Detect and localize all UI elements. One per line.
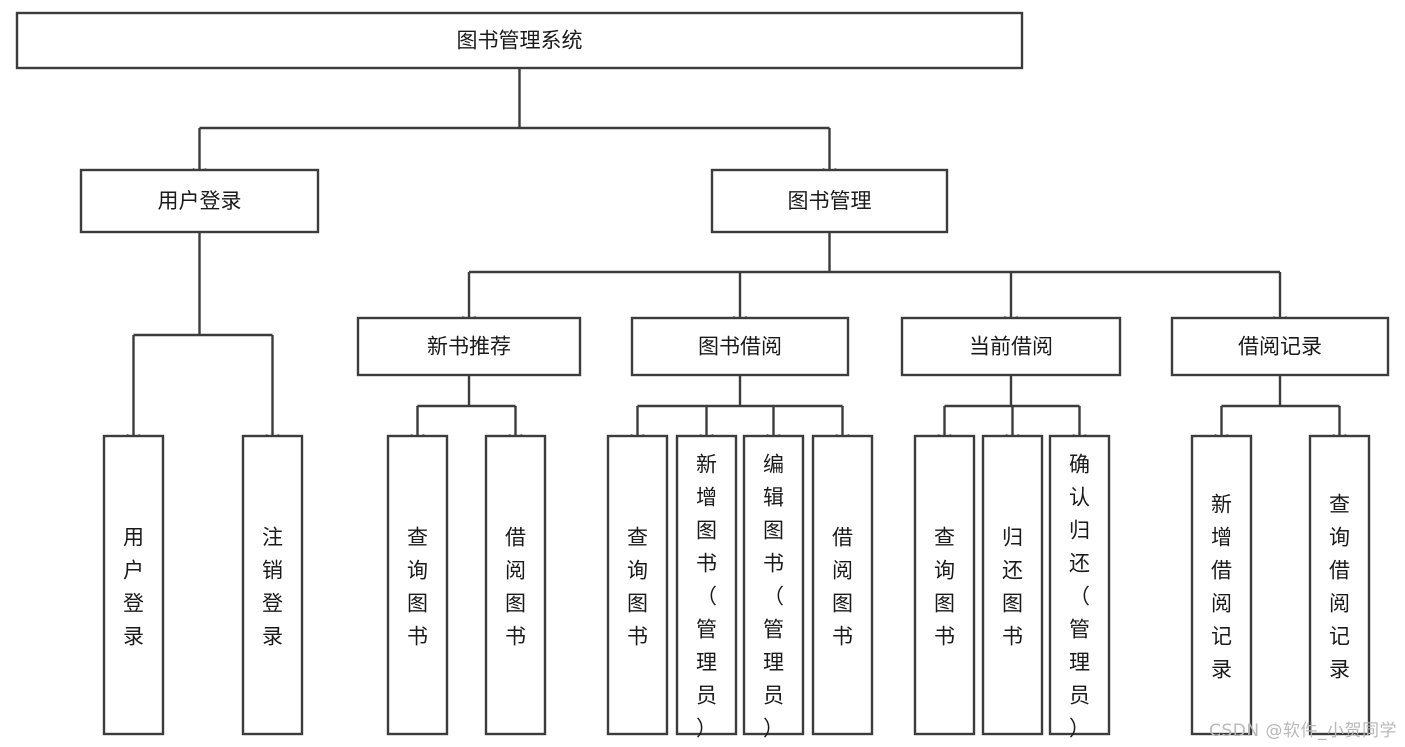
- node-leaf-add-book-admin[interactable]: 新增图书（管理员）: [675, 434, 738, 741]
- node-leaf-add-borrow-record[interactable]: 新增借阅记录: [1190, 434, 1253, 736]
- node-leaf-borrow-book-rec[interactable]: 借阅图书: [484, 434, 547, 736]
- node-box-leaf-query-book-current[interactable]: [913, 434, 976, 736]
- node-book-manage[interactable]: 图书管理: [710, 168, 949, 234]
- node-box-leaf-add-book-admin[interactable]: [675, 434, 738, 736]
- node-label-leaf-query-book-rec: 查询图书: [407, 526, 428, 649]
- node-box-borrow-record[interactable]: [1170, 316, 1390, 377]
- node-leaf-query-borrow-record[interactable]: 查询借阅记录: [1308, 434, 1371, 736]
- node-label-leaf-query-book-borrow: 查询图书: [627, 526, 648, 649]
- node-box-leaf-confirm-return-admin[interactable]: [1048, 434, 1111, 736]
- node-label-leaf-edit-book-admin: 编辑图书（管理员）: [763, 453, 784, 741]
- node-leaf-return-book[interactable]: 归还图书: [981, 434, 1044, 736]
- watermark-label: CSDN @软件_小贺同学: [1209, 721, 1397, 741]
- node-box-leaf-query-book-rec[interactable]: [386, 434, 449, 736]
- node-leaf-edit-book-admin[interactable]: 编辑图书（管理员）: [742, 434, 805, 741]
- node-label-root: 图书管理系统: [457, 29, 583, 53]
- node-leaf-query-book-current[interactable]: 查询图书: [913, 434, 976, 736]
- node-label-leaf-query-borrow-record: 查询借阅记录: [1329, 493, 1350, 682]
- node-borrow-record[interactable]: 借阅记录: [1170, 316, 1390, 377]
- node-label-leaf-borrow-book: 借阅图书: [832, 526, 853, 649]
- node-label-borrow-record: 借阅记录: [1238, 335, 1322, 359]
- node-label-leaf-add-borrow-record: 新增借阅记录: [1211, 493, 1232, 682]
- node-leaf-user-login[interactable]: 用户登录: [102, 434, 165, 736]
- node-box-book-manage[interactable]: [710, 168, 949, 234]
- node-label-leaf-confirm-return-admin: 确认归还（管理员）: [1069, 453, 1090, 741]
- node-box-leaf-query-book-borrow[interactable]: [606, 434, 669, 736]
- node-box-leaf-user-login[interactable]: [102, 434, 165, 736]
- node-leaf-logout-login[interactable]: 注销登录: [241, 434, 304, 736]
- node-root[interactable]: 图书管理系统: [15, 11, 1024, 70]
- node-leaf-confirm-return-admin[interactable]: 确认归还（管理员）: [1048, 434, 1111, 741]
- node-user-login[interactable]: 用户登录: [79, 168, 320, 234]
- nodes-layer: 图书管理系统用户登录图书管理新书推荐图书借阅当前借阅借阅记录用户登录注销登录查询…: [15, 11, 1390, 741]
- connectors-layer: [126, 68, 1347, 445]
- node-label-user-login: 用户登录: [158, 189, 242, 213]
- node-label-new-book-recommend: 新书推荐: [427, 335, 511, 359]
- node-label-leaf-return-book: 归还图书: [1002, 526, 1023, 649]
- node-label-current-borrow: 当前借阅: [969, 335, 1053, 359]
- node-leaf-query-book-rec[interactable]: 查询图书: [386, 434, 449, 736]
- node-label-leaf-add-book-admin: 新增图书（管理员）: [696, 453, 717, 741]
- node-label-leaf-user-login: 用户登录: [123, 526, 144, 649]
- node-box-user-login[interactable]: [79, 168, 320, 234]
- node-box-leaf-borrow-book-rec[interactable]: [484, 434, 547, 736]
- node-box-leaf-logout-login[interactable]: [241, 434, 304, 736]
- node-label-book-manage: 图书管理: [788, 189, 872, 213]
- node-label-leaf-logout-login: 注销登录: [262, 526, 283, 649]
- node-leaf-borrow-book[interactable]: 借阅图书: [811, 434, 874, 736]
- node-label-leaf-query-book-current: 查询图书: [934, 526, 955, 649]
- node-box-leaf-borrow-book[interactable]: [811, 434, 874, 736]
- node-box-new-book-recommend[interactable]: [356, 316, 582, 377]
- node-box-book-borrow[interactable]: [630, 316, 850, 377]
- node-box-leaf-query-borrow-record[interactable]: [1308, 434, 1371, 736]
- node-label-leaf-borrow-book-rec: 借阅图书: [505, 526, 526, 649]
- node-box-leaf-edit-book-admin[interactable]: [742, 434, 805, 736]
- node-box-leaf-return-book[interactable]: [981, 434, 1044, 736]
- node-box-current-borrow[interactable]: [900, 316, 1122, 377]
- node-book-borrow[interactable]: 图书借阅: [630, 316, 850, 377]
- node-box-leaf-add-borrow-record[interactable]: [1190, 434, 1253, 736]
- node-label-book-borrow: 图书借阅: [698, 335, 782, 359]
- node-current-borrow[interactable]: 当前借阅: [900, 316, 1122, 377]
- node-leaf-query-book-borrow[interactable]: 查询图书: [606, 434, 669, 736]
- node-box-root[interactable]: [15, 11, 1024, 70]
- node-new-book-recommend[interactable]: 新书推荐: [356, 316, 582, 377]
